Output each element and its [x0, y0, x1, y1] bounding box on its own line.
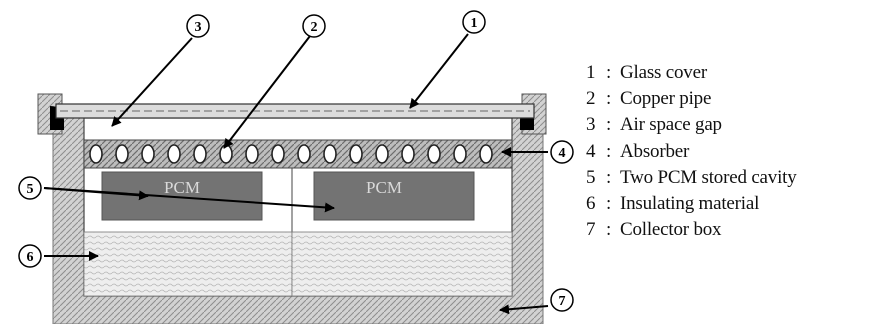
- legend-separator: :: [606, 140, 612, 162]
- legend-number: 6: [586, 192, 596, 214]
- copper-pipes: [89, 144, 493, 164]
- callout-7: 7: [550, 288, 574, 312]
- legend-item: 1 : Glass cover: [586, 62, 872, 88]
- legend-label: Copper pipe: [620, 88, 712, 110]
- legend-item: 7 : Collector box: [586, 219, 872, 245]
- copper-pipe: [141, 144, 155, 164]
- callout-6: 6: [18, 244, 42, 268]
- copper-pipe: [89, 144, 103, 164]
- copper-pipe: [167, 144, 181, 164]
- copper-pipe: [453, 144, 467, 164]
- copper-pipe: [219, 144, 233, 164]
- legend-label: Air space gap: [620, 114, 722, 136]
- legend-number: 2: [586, 88, 596, 110]
- copper-pipe: [323, 144, 337, 164]
- copper-pipe: [115, 144, 129, 164]
- legend-separator: :: [606, 88, 612, 110]
- callout-4: 4: [550, 140, 574, 164]
- arrow-3: [111, 37, 193, 127]
- callout-2-number: 2: [311, 20, 318, 35]
- copper-pipe: [297, 144, 311, 164]
- legend-separator: :: [606, 192, 612, 214]
- copper-pipe: [349, 144, 363, 164]
- legend-item: 5 : Two PCM stored cavity: [586, 167, 872, 193]
- pcm-cavity-left: PCM: [101, 171, 263, 221]
- pcm-label-left: PCM: [164, 178, 200, 197]
- legend-number: 3: [586, 114, 596, 136]
- callout-7-number: 7: [559, 294, 566, 309]
- legend-separator: :: [606, 219, 612, 241]
- legend-label: Collector box: [620, 219, 722, 241]
- callout-3-number: 3: [195, 20, 202, 35]
- copper-pipe: [479, 144, 493, 164]
- insulating-material: [83, 231, 513, 297]
- callout-1: 1: [462, 10, 486, 34]
- pcm-cavity-right: PCM: [313, 171, 475, 221]
- callout-5: 5: [18, 176, 42, 200]
- legend-label: Absorber: [620, 140, 690, 162]
- copper-pipe: [427, 144, 441, 164]
- callout-1-number: 1: [471, 16, 478, 31]
- arrow-5b: [43, 187, 335, 213]
- leader-arrows: [43, 33, 549, 315]
- legend-separator: :: [606, 166, 612, 188]
- copper-pipe: [401, 144, 415, 164]
- legend-item: 2 : Copper pipe: [586, 88, 872, 114]
- arrow-7: [499, 304, 549, 315]
- legend-separator: :: [606, 114, 612, 136]
- legend-number: 5: [586, 166, 596, 188]
- legend-separator: :: [606, 62, 612, 83]
- legend-number: 7: [586, 219, 596, 241]
- callout-6-number: 6: [27, 250, 34, 265]
- legend-item: 3 : Air space gap: [586, 114, 872, 140]
- legend: 1 : Glass cover 2 : Copper pipe 3 : Air …: [586, 62, 872, 245]
- copper-pipe: [193, 144, 207, 164]
- arrow-2: [223, 35, 311, 149]
- callout-3: 3: [186, 14, 210, 38]
- legend-label: Two PCM stored cavity: [620, 166, 797, 188]
- legend-number: 4: [586, 140, 596, 162]
- copper-pipe: [375, 144, 389, 164]
- legend-item: 4 : Absorber: [586, 141, 872, 167]
- copper-pipe: [271, 144, 285, 164]
- pcm-label-right: PCM: [366, 178, 402, 197]
- legend-label: Glass cover: [620, 62, 707, 83]
- arrow-1: [409, 33, 469, 109]
- glass-cover: [55, 103, 535, 119]
- callout-2: 2: [302, 14, 326, 38]
- copper-pipe: [245, 144, 259, 164]
- legend-number: 1: [586, 62, 596, 83]
- callout-5-number: 5: [27, 182, 34, 197]
- legend-label: Insulating material: [620, 192, 760, 214]
- callout-4-number: 4: [559, 146, 566, 161]
- legend-item: 6 : Insulating material: [586, 193, 872, 219]
